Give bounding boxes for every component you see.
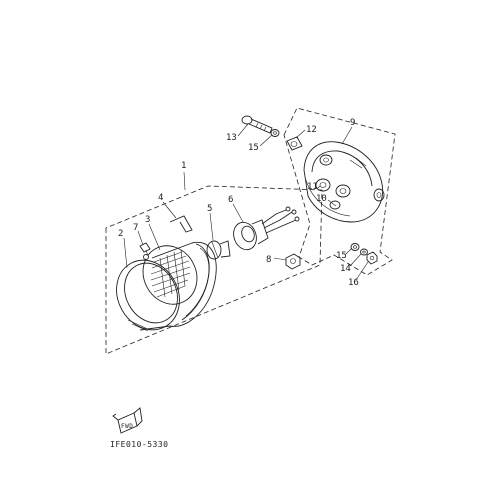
figure-code: IFE010-5330 xyxy=(110,440,168,449)
callout-1: 1 xyxy=(181,161,186,171)
assembly-1-outline xyxy=(105,185,323,355)
callout-8: 8 xyxy=(266,255,271,265)
nut-16 xyxy=(366,251,378,265)
callout-3: 3 xyxy=(145,215,150,225)
callout-11: 11 xyxy=(307,182,318,192)
washer-14 xyxy=(360,248,368,256)
forward-direction-logo: FWD xyxy=(112,407,143,434)
bolt-13 xyxy=(241,115,273,134)
callout-9: 9 xyxy=(350,118,355,128)
wire-clip xyxy=(169,215,193,233)
grommet-12 xyxy=(286,136,303,151)
callout-7: 7 xyxy=(133,223,138,233)
callout-4: 4 xyxy=(158,193,163,203)
washer-15-lower xyxy=(350,243,360,251)
callout-14: 14 xyxy=(340,264,351,274)
callout-16: 16 xyxy=(348,278,359,288)
bulb xyxy=(206,240,231,260)
headlight-rim xyxy=(116,259,180,332)
callout-12: 12 xyxy=(306,125,317,135)
callout-13: 13 xyxy=(226,133,237,143)
screw-7 xyxy=(139,242,151,257)
nut-8 xyxy=(285,253,301,270)
callout-6: 6 xyxy=(228,195,233,205)
leader-lines xyxy=(123,123,369,281)
bulb-socket xyxy=(233,206,300,251)
logo-text: FWD xyxy=(121,423,133,430)
assembly-9-outline xyxy=(283,107,396,276)
callout-15-upper: 15 xyxy=(248,143,259,153)
callout-15-lower: 15 xyxy=(336,251,347,261)
headlight-lens xyxy=(139,241,217,331)
headlight-housing xyxy=(303,141,385,223)
callout-2: 2 xyxy=(118,229,123,239)
washer-15-upper xyxy=(270,129,280,137)
callout-10: 10 xyxy=(316,194,327,204)
callout-5: 5 xyxy=(207,204,212,214)
